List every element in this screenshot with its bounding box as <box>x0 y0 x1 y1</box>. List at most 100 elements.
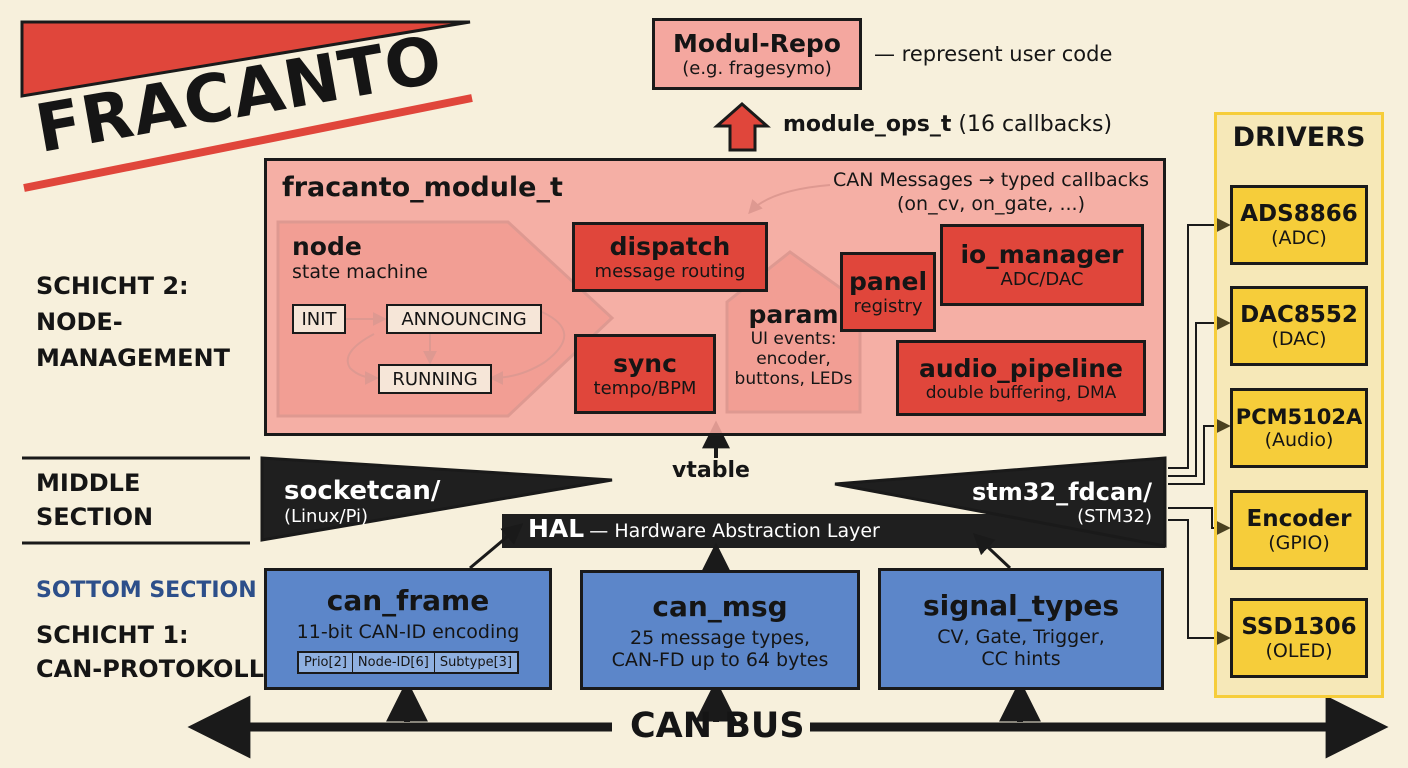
dispatch-title: dispatch <box>609 232 731 261</box>
node-subtitle: state machine <box>292 261 428 283</box>
schicht1-label: SCHICHT 1: CAN-PROTOKOLL <box>36 618 264 686</box>
module-ops-label: module_ops_t (16 callbacks) <box>783 112 1112 137</box>
driver-dac8552-name: DAC8552 <box>1240 302 1358 328</box>
signal-types-line2: CC hints <box>981 647 1061 670</box>
module-ops-detail: (16 callbacks) <box>958 112 1113 137</box>
ops-arrow <box>713 102 771 152</box>
can-frame-box: can_frame 11-bit CAN-ID encoding Prio[2]… <box>264 568 552 690</box>
state-announcing-label: ANNOUNCING <box>401 308 527 330</box>
arrow-canframe-hal <box>469 523 524 570</box>
node-text: node state machine <box>292 232 428 283</box>
hal-label-rest: — Hardware Abstraction Layer <box>589 520 880 542</box>
state-running: RUNNING <box>378 364 492 394</box>
panel-title: panel <box>848 267 928 296</box>
driver-encoder-type: (GPIO) <box>1268 532 1330 554</box>
schicht2-label: SCHICHT 2: NODE- MANAGEMENT <box>36 268 230 376</box>
driver-pcm5102a-type: (Audio) <box>1264 429 1334 451</box>
socketcan-shape <box>260 456 613 542</box>
signal-types-title: signal_types <box>922 588 1120 622</box>
audio-pipeline-title: audio_pipeline <box>918 353 1124 383</box>
logo-underline <box>23 94 473 192</box>
dispatch-box: dispatch message routing <box>572 222 768 292</box>
modul-repo-note: — represent user code <box>874 42 1113 66</box>
sync-title: sync <box>613 349 677 378</box>
sync-subtitle: tempo/BPM <box>593 378 697 399</box>
driver-encoder-name: Encoder <box>1246 506 1352 532</box>
can-frame-subtitle: 11-bit CAN-ID encoding <box>296 621 520 643</box>
driver-ssd1306: SSD1306 (OLED) <box>1230 598 1368 678</box>
driver-ads8866-type: (ADC) <box>1271 227 1327 249</box>
hal-label-bold: HAL <box>528 514 585 543</box>
drivers-title: DRIVERS <box>1232 122 1366 153</box>
callout-line2: (on_cv, on_gate, ...) <box>897 193 1085 215</box>
can-msg-line2: CAN-FD up to 64 bytes <box>611 648 829 671</box>
state-running-label: RUNNING <box>392 368 478 390</box>
schicht1-line2: CAN-PROTOKOLL <box>36 655 264 683</box>
signal-types-box: signal_types CV, Gate, Trigger, CC hints <box>878 568 1164 690</box>
middle-line2: SECTION <box>36 503 154 531</box>
signal-types-line1: CV, Gate, Trigger, <box>937 625 1105 648</box>
io-manager-title: io_manager <box>960 240 1124 269</box>
driver-connector-5 <box>1168 519 1231 645</box>
hal-bar <box>502 514 1165 548</box>
driver-connector-2 <box>1168 316 1231 477</box>
state-init-label: INIT <box>301 308 337 330</box>
modul-repo-title: Modul-Repo <box>673 29 841 58</box>
logo-banner <box>20 20 471 98</box>
panel-subtitle: registry <box>853 296 923 317</box>
module-ops-name: module_ops_t <box>783 112 952 137</box>
can-frame-fields: Prio[2] Node-ID[6] Subtype[3] <box>296 651 520 674</box>
bottom-section-label: SOTTOM SECTION <box>36 578 257 603</box>
arrow-signal-hal <box>972 533 1012 570</box>
driver-ads8866-name: ADS8866 <box>1240 201 1358 227</box>
schicht2-line2: NODE- <box>36 308 123 336</box>
audio-pipeline-box: audio_pipeline double buffering, DMA <box>896 340 1146 416</box>
middle-section-label: MIDDLE SECTION <box>36 466 153 534</box>
driver-dac8552: DAC8552 (DAC) <box>1230 286 1368 366</box>
driver-pcm5102a: PCM5102A (Audio) <box>1230 388 1368 468</box>
vtable-label: vtable <box>672 458 750 483</box>
io-manager-box: io_manager ADC/DAC <box>940 224 1144 306</box>
stm32-shape <box>834 456 1167 548</box>
can-frame-field-prio: Prio[2] <box>299 653 353 672</box>
state-init: INIT <box>292 304 346 334</box>
dispatch-subtitle: message routing <box>594 261 746 282</box>
middle-line1: MIDDLE <box>36 469 141 497</box>
socketcan-text: socketcan/ (Linux/Pi) <box>284 476 440 527</box>
callout-line1: CAN Messages → typed callbacks <box>833 169 1149 191</box>
param-title: param <box>748 300 839 329</box>
audio-pipeline-subtitle: double buffering, DMA <box>925 382 1117 403</box>
param-text: param UI events: encoder, buttons, LEDs <box>727 300 860 389</box>
io-manager-subtitle: ADC/DAC <box>1000 269 1084 290</box>
stm32-subtitle: (STM32) <box>1077 506 1152 527</box>
driver-ads8866: ADS8866 (ADC) <box>1230 185 1368 265</box>
param-line1: UI events: <box>750 329 837 349</box>
node-title: node <box>292 232 362 261</box>
socketcan-subtitle: (Linux/Pi) <box>284 506 369 527</box>
driver-pcm5102a-name: PCM5102A <box>1235 405 1363 429</box>
driver-ssd1306-name: SSD1306 <box>1241 614 1357 640</box>
driver-encoder: Encoder (GPIO) <box>1230 490 1368 570</box>
callout: CAN Messages → typed callbacks (on_cv, o… <box>826 168 1156 216</box>
driver-connector-4 <box>1168 507 1231 535</box>
param-line3: buttons, LEDs <box>734 369 853 389</box>
schicht2-line3: MANAGEMENT <box>36 344 230 372</box>
schicht2-line1: SCHICHT 2: <box>36 272 189 300</box>
hal-label: HAL — Hardware Abstraction Layer <box>528 514 880 543</box>
can-msg-box: can_msg 25 message types, CAN-FD up to 6… <box>580 570 860 690</box>
param-line2: encoder, <box>756 349 831 369</box>
can-msg-title: can_msg <box>652 589 788 623</box>
stm32-text: stm32_fdcan/ (STM32) <box>930 478 1152 527</box>
can-frame-field-nodeid: Node-ID[6] <box>353 653 435 672</box>
driver-connector-1 <box>1168 218 1231 469</box>
stm32-title: stm32_fdcan/ <box>971 478 1152 506</box>
can-frame-field-subtype: Subtype[3] <box>439 655 513 670</box>
can-bus-label: CAN BUS <box>630 706 805 746</box>
socketcan-title: socketcan/ <box>284 476 441 506</box>
schicht1-line1: SCHICHT 1: <box>36 621 189 649</box>
panel-box: panel registry <box>840 252 936 332</box>
fracanto-module-title: fracanto_module_t <box>282 172 563 203</box>
can-frame-title: can_frame <box>326 584 490 617</box>
modul-repo-box: Modul-Repo (e.g. fragesymo) <box>652 18 862 90</box>
driver-dac8552-type: (DAC) <box>1271 328 1327 350</box>
